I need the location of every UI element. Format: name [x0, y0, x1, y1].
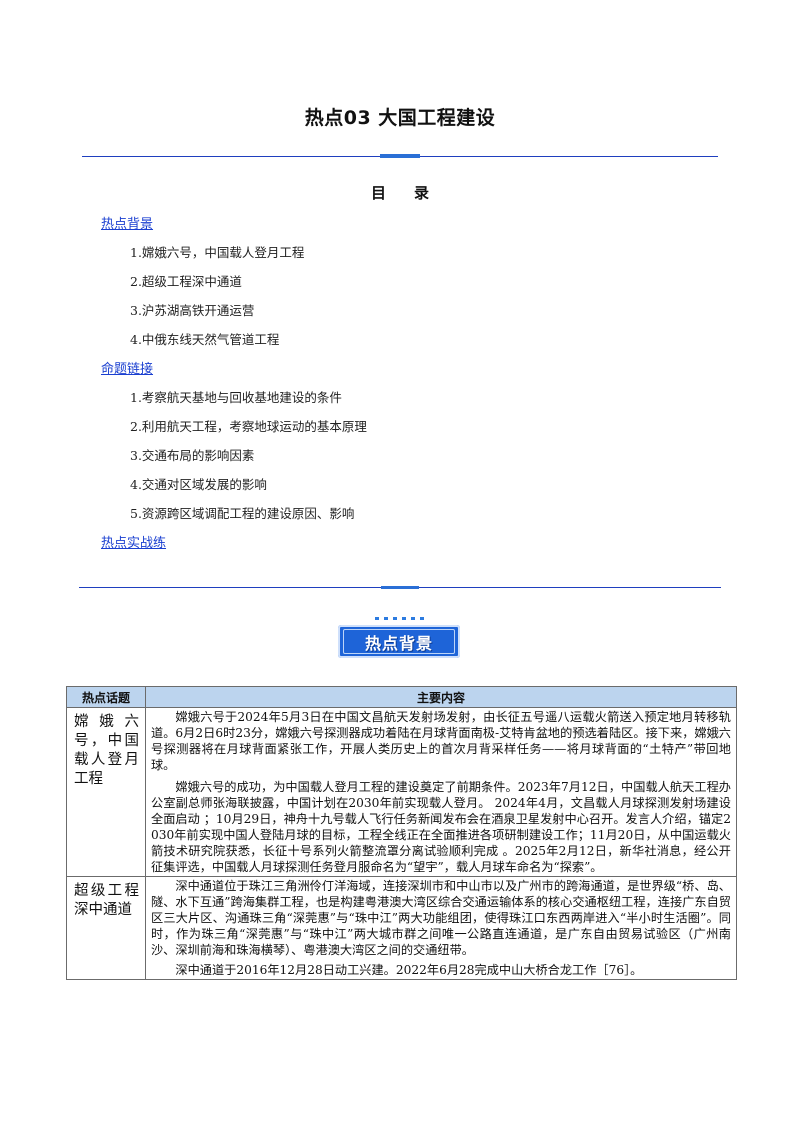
toc-link-background[interactable]: 热点背景 — [101, 217, 154, 232]
toc-heading-char-2: 录 — [414, 184, 430, 202]
toc-heading: 目录 — [0, 182, 800, 203]
toc-link-question-links[interactable]: 命题链接 — [101, 362, 154, 377]
section-badge-label: 热点背景 — [343, 629, 455, 654]
section-badge: 热点背景 — [338, 625, 460, 658]
toc-item: 4.交通对区域发展的影响 — [130, 477, 267, 492]
table-header-row: 热点话题 主要内容 — [66, 686, 737, 708]
row-topic: 嫦娥六号，中国载人登月工程 — [66, 707, 146, 877]
table-row: 超级工程深中通道 深中通道位于珠江三角洲伶仃洋海域，连接深圳市和中山市以及广州市… — [66, 876, 737, 980]
toc-item: 1.嫦娥六号，中国载人登月工程 — [130, 245, 305, 260]
badge-decoration — [375, 617, 425, 623]
toc-link-practice[interactable]: 热点实战练 — [101, 536, 167, 551]
row-content: 嫦娥六号于2024年5月3日在中国文昌航天发射场发射，由长征五号遥八运载火箭送入… — [145, 707, 737, 877]
table-row: 嫦娥六号，中国载人登月工程 嫦娥六号于2024年5月3日在中国文昌航天发射场发射… — [66, 707, 737, 877]
toc-item: 2.超级工程深中通道 — [130, 274, 242, 289]
page-title: 热点03 大国工程建设 — [304, 107, 496, 129]
content-paragraph: 嫦娥六号的成功，为中国载人登月工程的建设奠定了前期条件。2023年7月12日，中… — [151, 780, 731, 874]
toc-item: 1.考察航天基地与回收基地建设的条件 — [130, 390, 342, 405]
row-content: 深中通道位于珠江三角洲伶仃洋海域，连接深圳市和中山市以及广州市的跨海通道，是世界… — [145, 876, 737, 980]
title-divider-accent — [380, 154, 420, 158]
content-paragraph: 深中通道于2016年12月28日动工兴建。2022年6月28完成中山大桥合龙工作… — [175, 963, 643, 977]
header-topic: 热点话题 — [66, 686, 146, 708]
section-divider-accent — [381, 586, 419, 589]
content-paragraph: 深中通道位于珠江三角洲伶仃洋海域，连接深圳市和中山市以及广州市的跨海通道，是世界… — [151, 879, 731, 957]
toc-heading-char-1: 目 — [370, 184, 386, 202]
toc-item: 3.沪苏湖高铁开通运营 — [130, 303, 255, 318]
toc-item: 5.资源跨区域调配工程的建设原因、影响 — [130, 506, 355, 521]
toc-item: 3.交通布局的影响因素 — [130, 448, 255, 463]
hotspot-table: 热点话题 主要内容 嫦娥六号，中国载人登月工程 嫦娥六号于2024年5月3日在中… — [66, 686, 737, 980]
toc-item: 4.中俄东线天然气管道工程 — [130, 332, 280, 347]
toc-item: 2.利用航天工程，考察地球运动的基本原理 — [130, 419, 367, 434]
header-content: 主要内容 — [145, 686, 737, 708]
content-paragraph: 嫦娥六号于2024年5月3日在中国文昌航天发射场发射，由长征五号遥八运载火箭送入… — [151, 710, 731, 772]
row-topic: 超级工程深中通道 — [66, 876, 146, 980]
